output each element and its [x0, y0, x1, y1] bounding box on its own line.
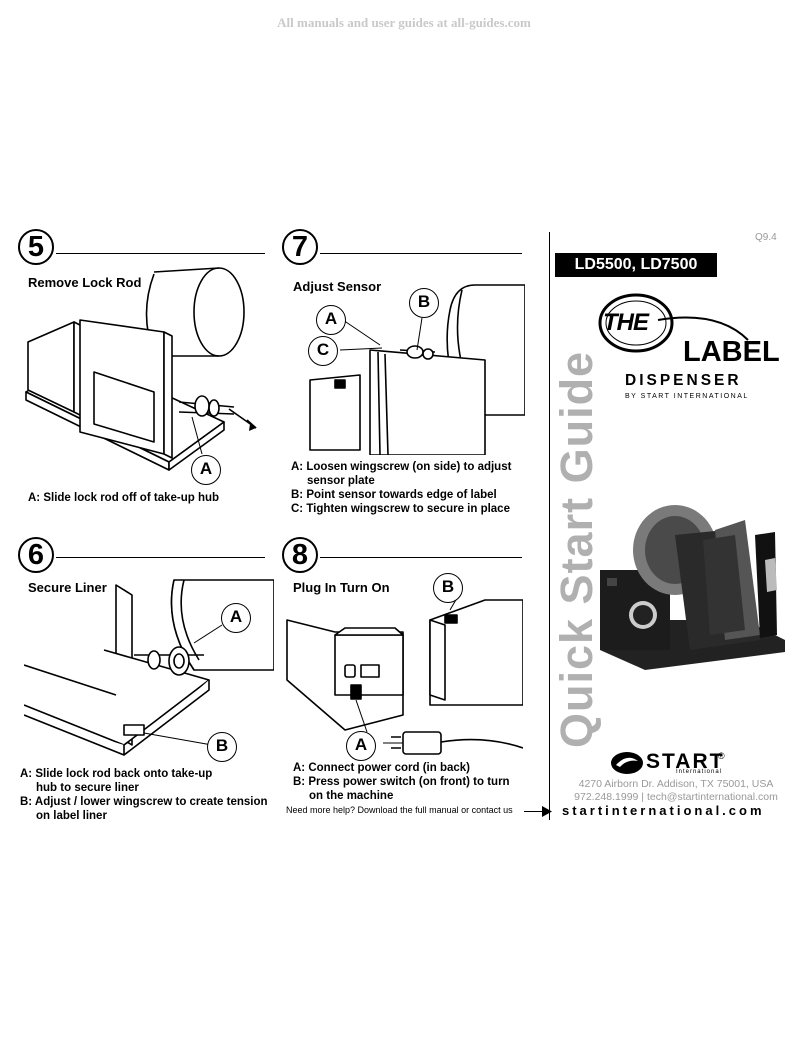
- help-text: Need more help? Download the full manual…: [286, 805, 513, 815]
- callout-a: A: [324, 309, 338, 328]
- step-7-title: Adjust Sensor: [293, 279, 382, 294]
- help-arrow-line: [524, 811, 544, 812]
- step-5-illustration: [25, 267, 257, 471]
- callout-b: B: [417, 292, 431, 311]
- instruction-line: A: Connect power cord (in back): [293, 762, 470, 774]
- step-8-rule: [320, 557, 522, 558]
- callout-c: C: [316, 340, 330, 359]
- logo-dispenser: DISPENSER: [625, 372, 742, 389]
- arrow-right-icon: [542, 806, 552, 817]
- step-6-illustration: [24, 579, 274, 756]
- step-5-title: Remove Lock Rod: [28, 275, 142, 290]
- instruction-line: hub to secure liner: [36, 782, 139, 794]
- step-6-rule: [56, 557, 265, 558]
- start-logo-sub: International: [675, 769, 722, 775]
- start-logo-name: START: [646, 750, 725, 773]
- callout-b: B: [215, 736, 229, 755]
- callout-a: A: [354, 735, 368, 754]
- label-dispenser-logo: [598, 293, 749, 353]
- doc-code: Q9.4: [755, 232, 777, 243]
- watermark: All manuals and user guides at all-guide…: [277, 15, 531, 30]
- step-5-rule: [56, 253, 265, 254]
- instruction-line: B: Point sensor towards edge of label: [291, 489, 497, 501]
- callout-b: B: [441, 577, 455, 596]
- instruction-line: C: Tighten wingscrew to secure in place: [291, 503, 510, 515]
- instruction-line: on label liner: [36, 810, 107, 822]
- step-7-circle: [282, 229, 318, 265]
- step-6-circle: [18, 537, 54, 573]
- instruction-line: on the machine: [309, 790, 394, 802]
- website-link[interactable]: startinternational.com: [562, 803, 765, 818]
- step-7-rule: [320, 253, 522, 254]
- logo-the: THE: [603, 309, 649, 336]
- instruction-line: A: Slide lock rod off of take-up hub: [28, 492, 220, 504]
- instruction-line: B: Adjust / lower wingscrew to create te…: [20, 796, 268, 808]
- instruction-line: B: Press power switch (on front) to turn: [293, 776, 510, 788]
- step-5-circle: [18, 229, 54, 265]
- instruction-line: sensor plate: [307, 475, 375, 487]
- step-6-title: Secure Liner: [28, 580, 107, 595]
- step-8-instructions: A: Connect power cord (in back) B: Press…: [293, 761, 510, 803]
- product-photo: [600, 505, 785, 670]
- logo-label: LABEL: [683, 336, 780, 368]
- instruction-line: A: Loosen wingscrew (on side) to adjust: [291, 461, 512, 473]
- contact: 972.248.1999 | tech@startinternational.c…: [574, 791, 778, 803]
- step-7-instructions: A: Loosen wingscrew (on side) to adjust …: [291, 460, 511, 516]
- step-6-instructions: A: Slide lock rod back onto take-up hub …: [20, 767, 268, 823]
- callout-a: A: [199, 459, 213, 478]
- step-5-instructions: A: Slide lock rod off of take-up hub: [28, 491, 219, 505]
- callout-a: A: [229, 607, 243, 626]
- step-8-circle: [282, 537, 318, 573]
- logo-by: BY START INTERNATIONAL: [625, 393, 749, 400]
- step-7-illustration: [309, 284, 525, 455]
- step-8-illustration: [286, 597, 523, 755]
- panel-divider: [549, 232, 550, 820]
- start-logo-reg: ®: [718, 751, 725, 761]
- start-logo-icon: [611, 752, 643, 774]
- model-badge: LD5500, LD7500: [555, 253, 717, 277]
- address: 4270 Airborn Dr. Addison, TX 75001, USA: [578, 778, 774, 790]
- step-8-title: Plug In Turn On: [293, 580, 390, 595]
- instruction-line: A: Slide lock rod back onto take-up: [20, 768, 213, 780]
